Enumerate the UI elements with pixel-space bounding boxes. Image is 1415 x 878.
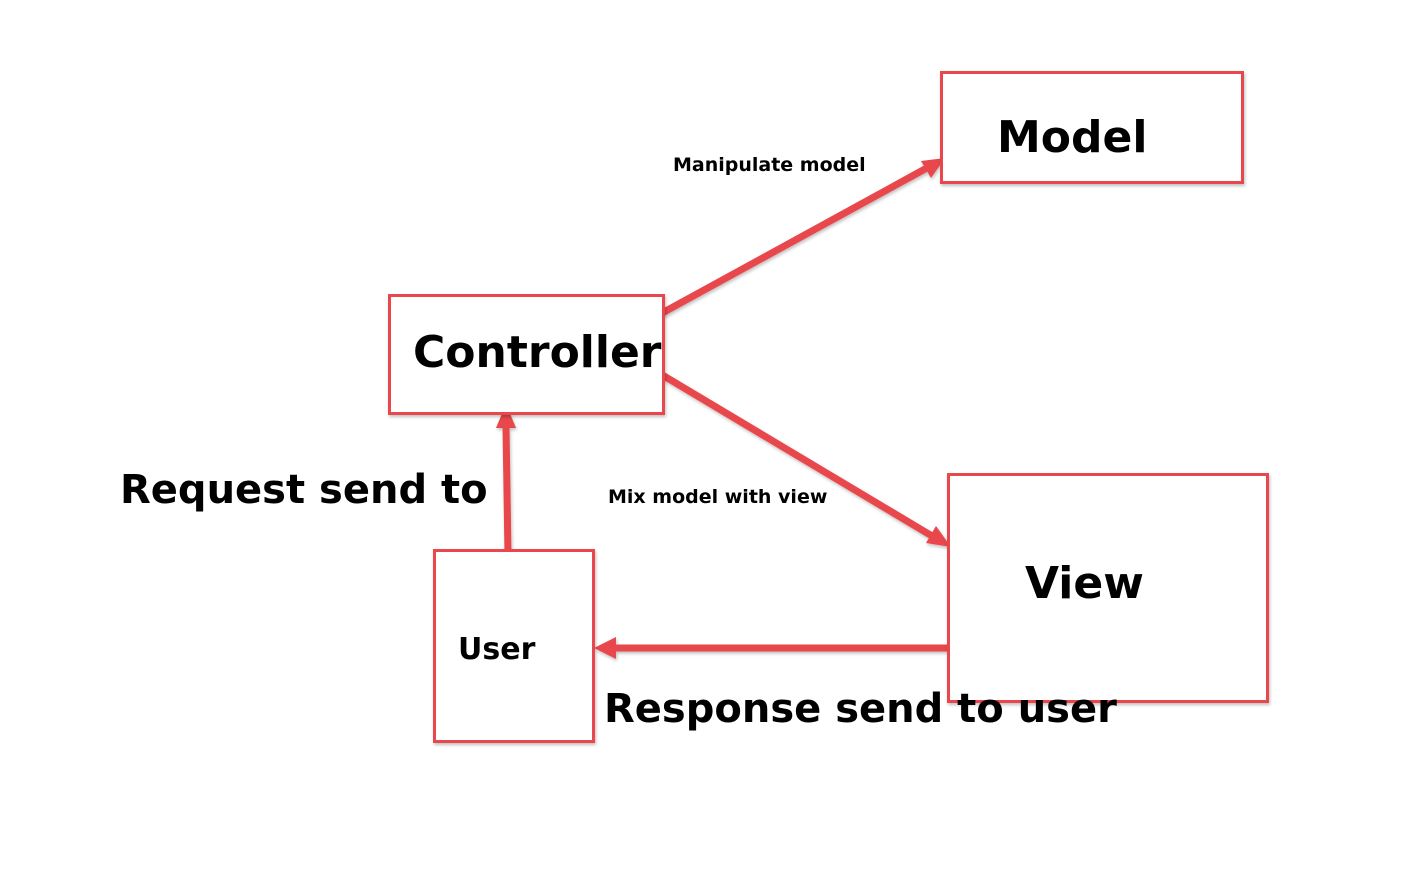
arrow-controller-to-model (660, 165, 929, 316)
arrow-controller-to-view (660, 372, 936, 540)
controller-box (388, 294, 665, 415)
response-send-to-user-label: Response send to user (604, 686, 1117, 732)
arrowhead-model (921, 158, 945, 178)
arrowhead-controller (496, 404, 516, 428)
view-box (947, 473, 1269, 703)
user-box (433, 549, 595, 743)
user-label: User (458, 632, 536, 667)
arrow-user-to-controller (502, 422, 512, 560)
arrowhead-user (594, 637, 616, 659)
controller-label: Controller (413, 327, 662, 378)
mix-model-with-view-label: Mix model with view (608, 486, 828, 508)
view-label: View (1025, 558, 1144, 609)
arrowhead-view (926, 526, 951, 547)
model-box (940, 71, 1244, 184)
request-send-to-label: Request send to (120, 467, 488, 513)
manipulate-model-label: Manipulate model (673, 154, 866, 176)
model-label: Model (997, 112, 1148, 163)
